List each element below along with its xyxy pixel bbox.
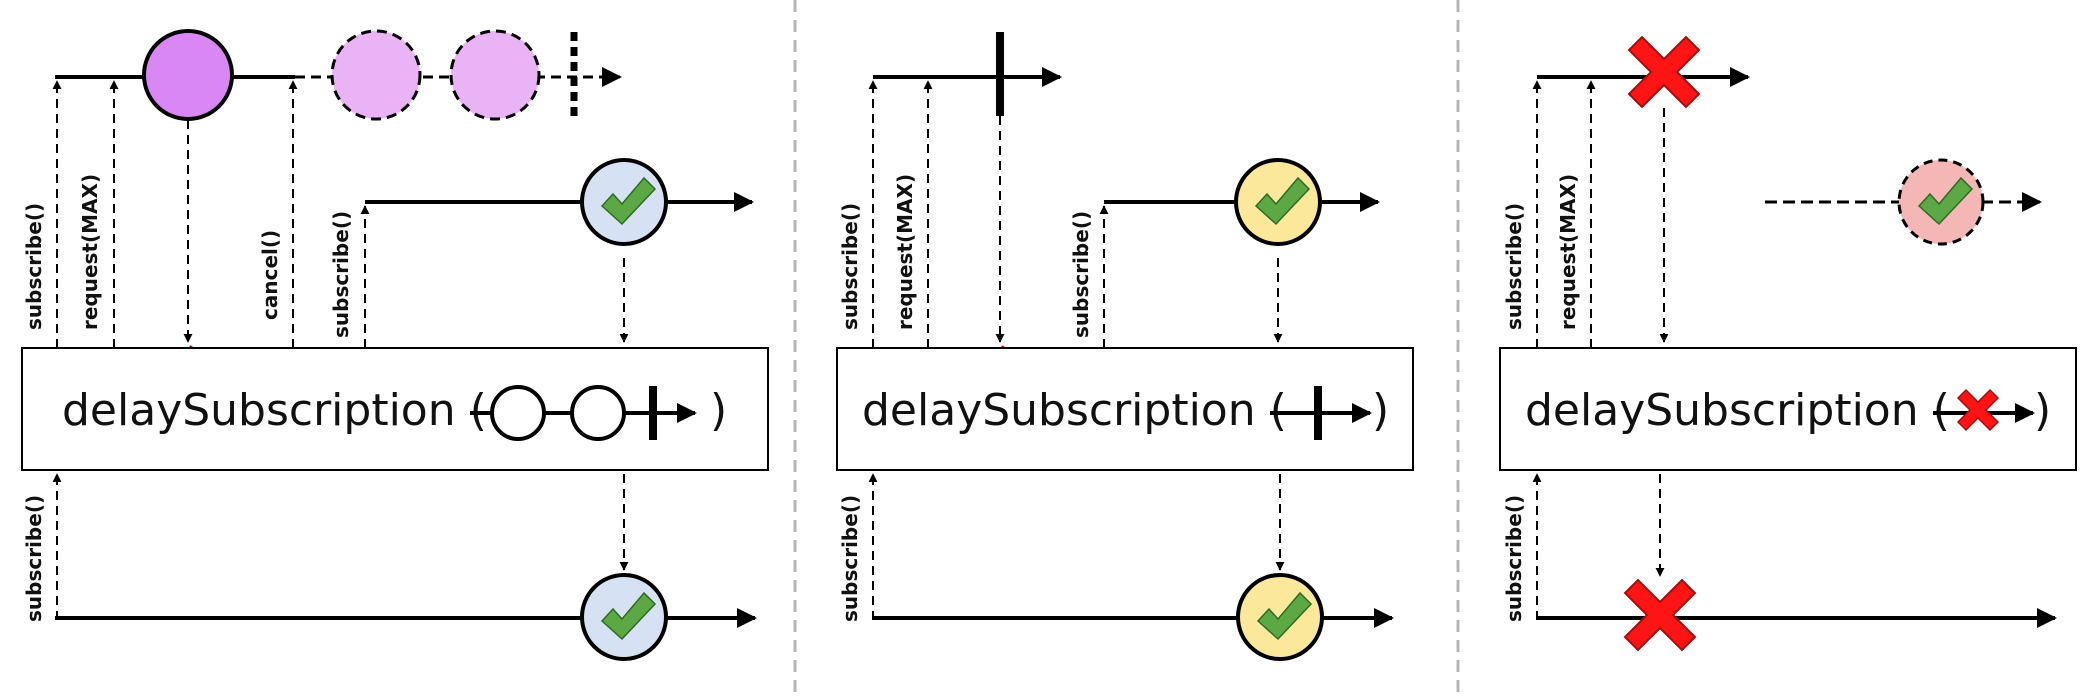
request-label: request(MAX) xyxy=(893,174,917,330)
check-icon xyxy=(1917,176,1974,226)
ghost-element xyxy=(449,29,541,121)
error-x-icon xyxy=(1623,578,1697,652)
cancel-label: cancel() xyxy=(258,230,282,320)
operator-label: delaySubscription ( xyxy=(1525,385,1950,436)
source-subscribe-label: subscribe() xyxy=(329,211,353,338)
downstream-subscribe-label: subscribe() xyxy=(838,495,862,622)
subscribe-label: subscribe() xyxy=(22,203,46,330)
operator-close-paren: ) xyxy=(2034,385,2051,436)
panel-2: delaySubscription ( ) subscribe() reques… xyxy=(836,32,1414,661)
operator-param-element xyxy=(570,385,626,441)
panel-3: delaySubscription ( ) subscribe() reques… xyxy=(1499,35,2077,652)
operator-close-paren: ) xyxy=(1372,385,1389,436)
error-x-icon xyxy=(1627,35,1701,109)
operator-label: delaySubscription ( xyxy=(62,385,487,436)
operator-param-element xyxy=(490,385,546,441)
panel-1: delaySubscription ( ) subscribe() reques… xyxy=(21,29,769,661)
downstream-subscribe-label: subscribe() xyxy=(1502,495,1526,622)
operator-label: delaySubscription ( xyxy=(862,385,1287,436)
subscribe-label: subscribe() xyxy=(838,203,862,330)
check-icon xyxy=(1254,176,1311,226)
emitted-element xyxy=(142,29,234,121)
operator-close-paren: ) xyxy=(710,385,727,436)
operator-box xyxy=(21,347,769,471)
check-icon xyxy=(1256,591,1313,641)
check-icon xyxy=(600,176,657,226)
error-x-icon xyxy=(1956,388,2000,432)
request-label: request(MAX) xyxy=(78,174,102,330)
ghost-element xyxy=(330,29,422,121)
downstream-subscribe-label: subscribe() xyxy=(22,495,46,622)
request-label: request(MAX) xyxy=(1556,174,1580,330)
subscribe-label: subscribe() xyxy=(1502,203,1526,330)
check-icon xyxy=(600,591,657,641)
source-subscribe-label: subscribe() xyxy=(1069,211,1093,338)
